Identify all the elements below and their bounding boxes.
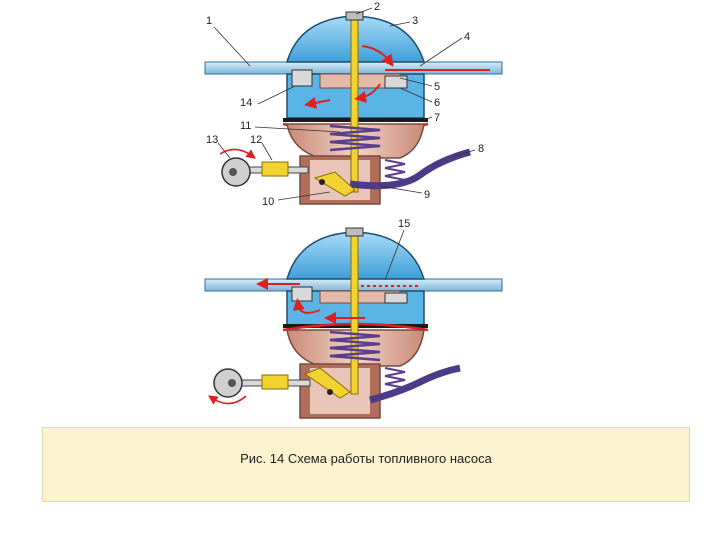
callout-11: 11: [240, 120, 251, 132]
figure-caption: Рис. 14 Схема работы топливного насоса: [240, 451, 492, 466]
inlet-valve: [291, 286, 313, 302]
lever-pivot: [319, 179, 325, 185]
flow-arrow: [304, 96, 331, 109]
fuel-pump-diagram: 1 2 3 4 5 6 7 8 9 10 11 12 13 14: [204, 1, 503, 419]
pushrod-guide: [261, 161, 289, 177]
lever-spring: [384, 159, 406, 181]
pump-bottom: 15: [204, 218, 503, 419]
callout-8: 8: [478, 143, 484, 155]
pump-rod: [350, 233, 359, 395]
drive-lever: [313, 171, 356, 197]
eccentric-shaft: [228, 379, 236, 387]
callout-5: 5: [434, 81, 440, 93]
callout-4: 4: [464, 31, 470, 43]
flow-arrow: [354, 83, 381, 103]
callout-10: 10: [262, 196, 274, 208]
callout-leader: [384, 229, 405, 281]
pump-top: 1 2 3 4 5 6 7 8 9 10 11 12 13 14: [204, 1, 503, 208]
return-hose: [369, 364, 461, 404]
rotation-arrow: [219, 148, 256, 159]
lever-pivot: [327, 389, 333, 395]
callout-leaders: [213, 7, 476, 201]
pushrod-guide: [261, 374, 289, 390]
diaphragm-spring: [329, 124, 381, 152]
callout-7: 7: [434, 112, 440, 124]
callout-3: 3: [412, 15, 418, 27]
callout-2: 2: [374, 1, 380, 13]
callout-1: 1: [206, 15, 212, 27]
pump-rod: [350, 17, 359, 193]
lever-spring: [384, 367, 406, 389]
callout-6: 6: [434, 97, 440, 109]
callout-14: 14: [240, 97, 252, 109]
rod-cap: [345, 11, 364, 21]
outlet-valve: [384, 292, 408, 304]
eccentric-shaft: [229, 168, 237, 176]
caption-box: Рис. 14 Схема работы топливного насоса: [42, 427, 690, 502]
return-hose: [349, 148, 471, 190]
callout-12: 12: [250, 134, 262, 146]
flow-arrow: [292, 298, 321, 314]
inlet-valve: [291, 69, 313, 87]
callout-13: 13: [206, 134, 218, 146]
outlet-valve: [384, 75, 408, 89]
rotation-arrow: [208, 395, 247, 405]
rod-cap: [345, 227, 364, 237]
diaphragm-spring: [329, 330, 381, 362]
callout-15: 15: [398, 218, 410, 230]
callout-9: 9: [424, 189, 430, 201]
flow-arrow: [361, 45, 394, 67]
